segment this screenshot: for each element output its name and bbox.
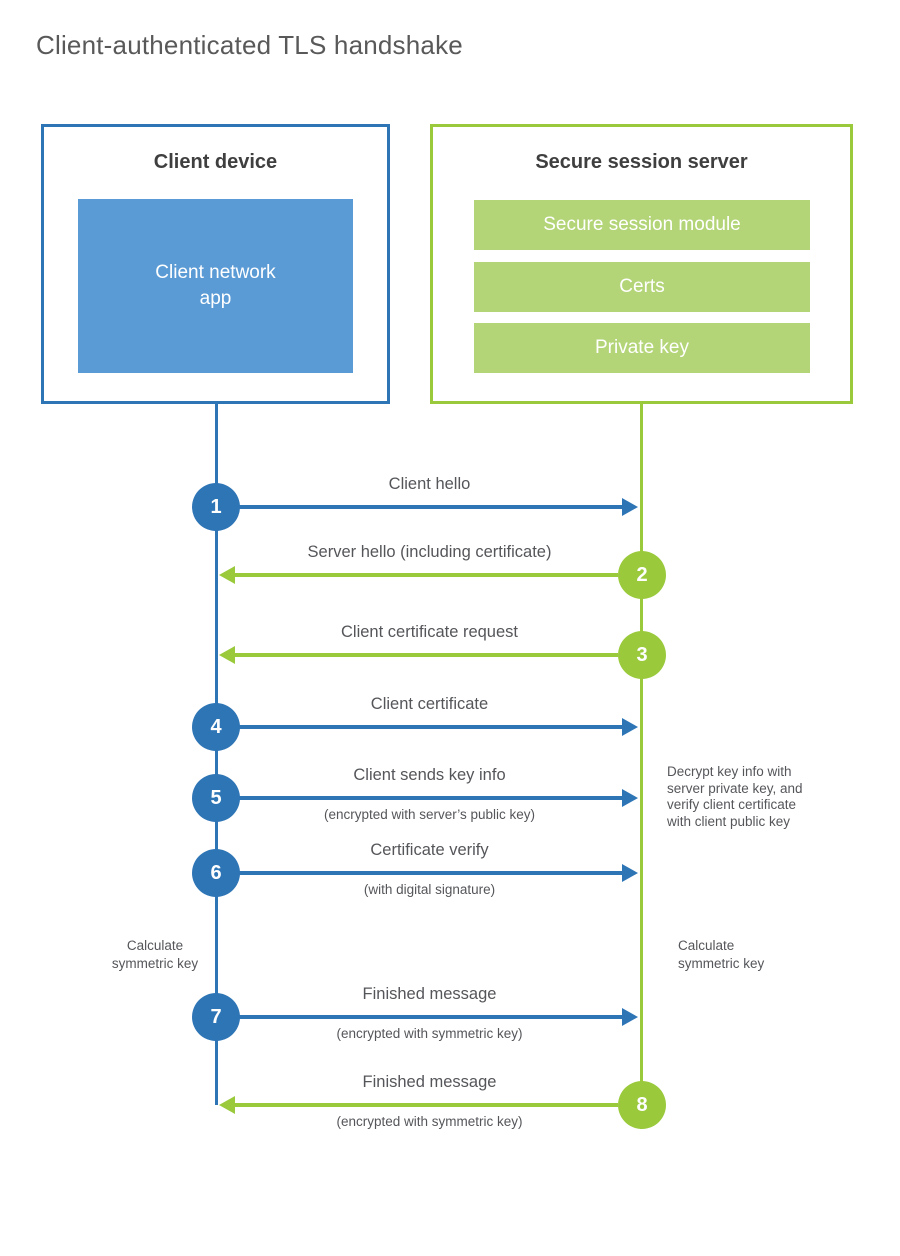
step-sublabel: (encrypted with symmetric key) [336,1114,523,1129]
secure-session-server-title: Secure session server [535,151,748,173]
client-device-box: Client device Client network app [41,124,390,404]
secure-session-server-box: Secure session server Secure session mod… [430,124,853,404]
arrowhead-left-icon [219,1096,235,1114]
arrow-line [239,505,622,509]
step-label: Server hello (including certificate) [307,543,552,561]
note-decrypt-key-info: Decrypt key info with server private key… [667,764,803,829]
arrow-line [239,796,622,800]
arrowhead-right-icon [622,864,638,882]
arrow-line [239,1015,622,1019]
client-network-app-box: Client network app [78,199,353,373]
client-device-title: Client device [153,151,278,173]
arrowhead-right-icon [622,1008,638,1026]
server-module-private-key: Private key [474,323,810,373]
step-sublabel: (encrypted with symmetric key) [336,1026,523,1041]
arrowhead-right-icon [622,498,638,516]
client-lifeline [215,404,218,1105]
arrow-line [239,871,622,875]
step-number-badge: 1 [192,483,240,531]
arrowhead-left-icon [219,646,235,664]
step-number-badge: 3 [618,631,666,679]
step-label: Client certificate request [341,623,518,641]
arrow-line [239,725,622,729]
arrowhead-left-icon [219,566,235,584]
note-calculate-symmetric-key-server: Calculate symmetric key [678,938,765,971]
step-number-badge: 8 [618,1081,666,1129]
arrowhead-right-icon [622,718,638,736]
server-module-secure-session-module: Secure session module [474,200,810,250]
arrow-line [235,1103,618,1107]
arrow-line [235,653,618,657]
step-label: Finished message [362,985,497,1003]
note-calculate-symmetric-key-client: Calculate symmetric key [111,938,199,971]
step-number-badge: 6 [192,849,240,897]
step-sublabel: (encrypted with server’s public key) [323,807,536,822]
step-number-badge: 2 [618,551,666,599]
arrow-line [235,573,618,577]
page-title: Client-authenticated TLS handshake [36,30,463,60]
step-label: Client sends key info [353,766,506,784]
step-label: Finished message [362,1073,497,1091]
step-number-badge: 4 [192,703,240,751]
step-number-badge: 7 [192,993,240,1041]
step-sublabel: (with digital signature) [363,882,496,897]
server-module-certs: Certs [474,262,810,312]
server-lifeline [640,404,643,1129]
step-label: Client hello [388,475,471,493]
arrowhead-right-icon [622,789,638,807]
step-label: Certificate verify [370,841,489,859]
step-label: Client certificate [370,695,489,713]
step-number-badge: 5 [192,774,240,822]
